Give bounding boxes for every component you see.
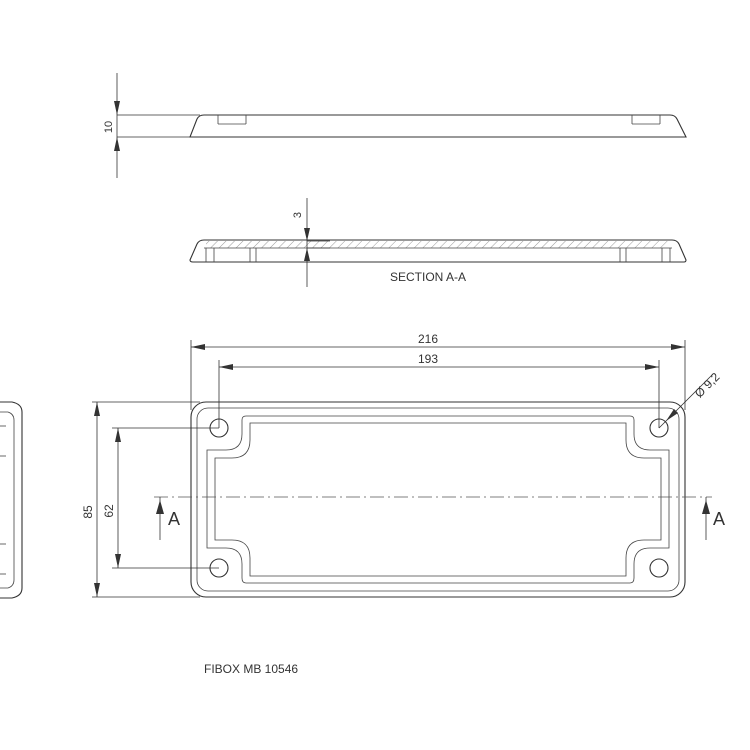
dim-thickness-label: 10 bbox=[103, 121, 115, 133]
dim-overall-height-label: 85 bbox=[81, 505, 95, 519]
section-marker-left bbox=[156, 497, 164, 540]
dim-hole-spacing-x bbox=[218, 360, 660, 428]
end-view bbox=[0, 401, 23, 599]
dim-wall-label: 3 bbox=[292, 212, 304, 218]
section-marker-right bbox=[702, 497, 710, 540]
section-title: SECTION A-A bbox=[390, 270, 466, 284]
dim-overall-height bbox=[92, 401, 200, 598]
section-marker-left-label: A bbox=[168, 509, 180, 529]
dim-overall-length bbox=[190, 340, 686, 410]
side-elevation-view bbox=[114, 73, 687, 178]
dim-hole-spacing-y-label: 62 bbox=[102, 504, 116, 518]
part-label: FIBOX MB 10546 bbox=[204, 662, 298, 676]
hole-bottom-right bbox=[649, 558, 669, 578]
dim-hole-diameter-label: Ø 9,2 bbox=[692, 370, 723, 401]
section-view bbox=[189, 198, 687, 287]
dim-hole-diameter bbox=[658, 373, 714, 429]
dim-hole-spacing-y bbox=[112, 427, 219, 569]
plan-view bbox=[154, 401, 712, 598]
dim-hole-spacing-x-label: 193 bbox=[418, 352, 438, 366]
section-marker-right-label: A bbox=[713, 509, 725, 529]
dim-overall-length-label: 216 bbox=[418, 332, 438, 346]
